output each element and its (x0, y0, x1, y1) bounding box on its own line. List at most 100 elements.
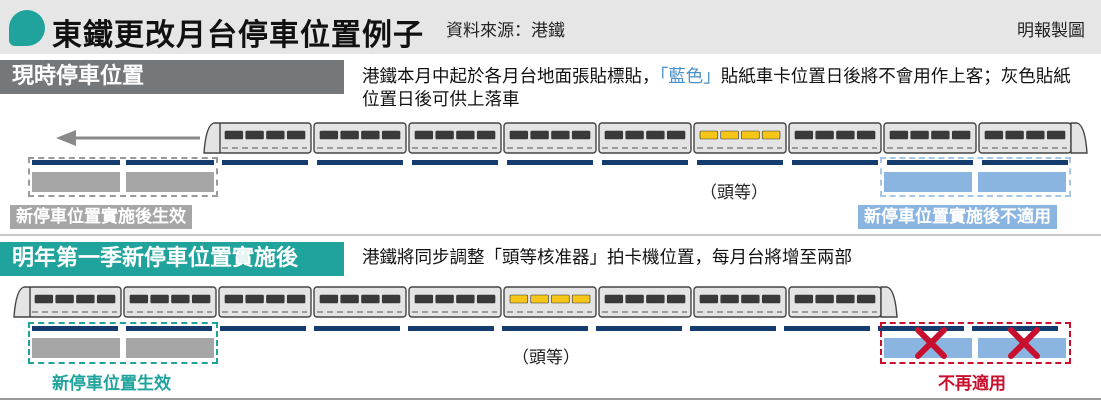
car-window (836, 130, 855, 140)
section1-right-caption: 新停車位置實施後不適用 (858, 205, 1057, 229)
section2-left-caption: 新停車位置生效 (52, 374, 171, 394)
car-window (361, 294, 380, 304)
section1-label: 現時停車位置 (0, 60, 344, 94)
car-body (408, 122, 502, 154)
credit-note: 明報製圖 (1017, 21, 1085, 41)
section1-left-caption: 新停車位置實施後生效 (10, 205, 192, 229)
car-window (761, 130, 781, 140)
train-car (408, 122, 502, 154)
platform-segment (887, 160, 973, 165)
car-window (224, 130, 244, 140)
car-window (794, 130, 814, 140)
platform-segment (126, 160, 214, 165)
car-window (509, 294, 529, 304)
car-window (266, 130, 285, 140)
car-window (476, 130, 496, 140)
car-window (381, 294, 401, 304)
platform-segment (314, 326, 400, 331)
train-car (218, 286, 312, 318)
car-window (191, 294, 211, 304)
car-window (456, 294, 475, 304)
platform-segment (32, 160, 120, 165)
train-car (313, 286, 407, 318)
car-body (503, 286, 597, 318)
section1-desc-highlight: 「藍色」 (659, 67, 721, 87)
car-window (836, 294, 855, 304)
car-window (666, 294, 686, 304)
section2-description: 港鐵將同步調整「頭等核准器」拍卡機位置，每月台將增至兩部 (362, 248, 852, 268)
car-window (414, 130, 434, 140)
train-car (598, 122, 692, 154)
car-window (319, 130, 339, 140)
car-window (1005, 130, 1024, 140)
car-body (503, 122, 597, 154)
car-window (815, 130, 834, 140)
car-body (883, 122, 977, 154)
car-window (856, 294, 876, 304)
train-top (203, 122, 1088, 154)
car-window (76, 294, 95, 304)
car-window (1026, 130, 1045, 140)
train-nose (1070, 122, 1088, 154)
car-window (741, 130, 760, 140)
train-car (883, 122, 977, 154)
platform-segment (878, 326, 964, 331)
grey-sticker (126, 172, 214, 192)
car-window (319, 294, 339, 304)
train-car (218, 122, 312, 154)
train-car (598, 286, 692, 318)
platform-segment (502, 326, 588, 331)
train-car (693, 286, 787, 318)
car-body (598, 122, 692, 154)
car-body (598, 286, 692, 318)
section1-description: 港鐵本月中起於各月台地面張貼標貼，「藍色」貼紙車卡位置日後將不會用作上客；灰色貼… (362, 66, 1082, 112)
car-window (96, 294, 116, 304)
platform-segment (784, 326, 870, 331)
grey-sticker (126, 338, 214, 358)
blue-sticker (884, 172, 972, 192)
car-window (55, 294, 74, 304)
platform-segment (408, 326, 494, 331)
car-window (889, 130, 909, 140)
blue-sticker (978, 172, 1066, 192)
grey-sticker-zone (28, 157, 218, 197)
car-window (931, 130, 950, 140)
car-window (435, 130, 454, 140)
grey-sticker (32, 338, 120, 358)
train-car (978, 122, 1072, 154)
train-car (123, 286, 217, 318)
car-body (693, 286, 787, 318)
car-window (646, 294, 665, 304)
car-window (286, 130, 306, 140)
car-window (150, 294, 169, 304)
platform-segment (126, 326, 212, 331)
platform-segment (792, 160, 878, 165)
car-window (224, 294, 244, 304)
car-window (456, 130, 475, 140)
section2-label: 明年第一季新停車位置實施後 (0, 242, 344, 276)
car-body (788, 122, 882, 154)
car-window (761, 294, 781, 304)
grey-sticker (32, 172, 120, 192)
car-body (218, 286, 312, 318)
car-window (286, 294, 306, 304)
car-window (604, 130, 624, 140)
platform-segment (972, 326, 1058, 331)
train-car (788, 122, 882, 154)
blue-sticker-zone (880, 157, 1071, 197)
car-window (856, 130, 876, 140)
car-window (414, 294, 434, 304)
platform-segment (32, 326, 118, 331)
speech-bubble-icon (9, 10, 45, 46)
platform-segment (602, 160, 688, 165)
car-window (951, 130, 971, 140)
car-window (476, 294, 496, 304)
train-car (788, 286, 882, 318)
train-nose (203, 122, 221, 154)
not-applicable-zone (880, 322, 1071, 364)
train-car (503, 122, 597, 154)
car-window (530, 294, 549, 304)
platform-segment (697, 160, 783, 165)
